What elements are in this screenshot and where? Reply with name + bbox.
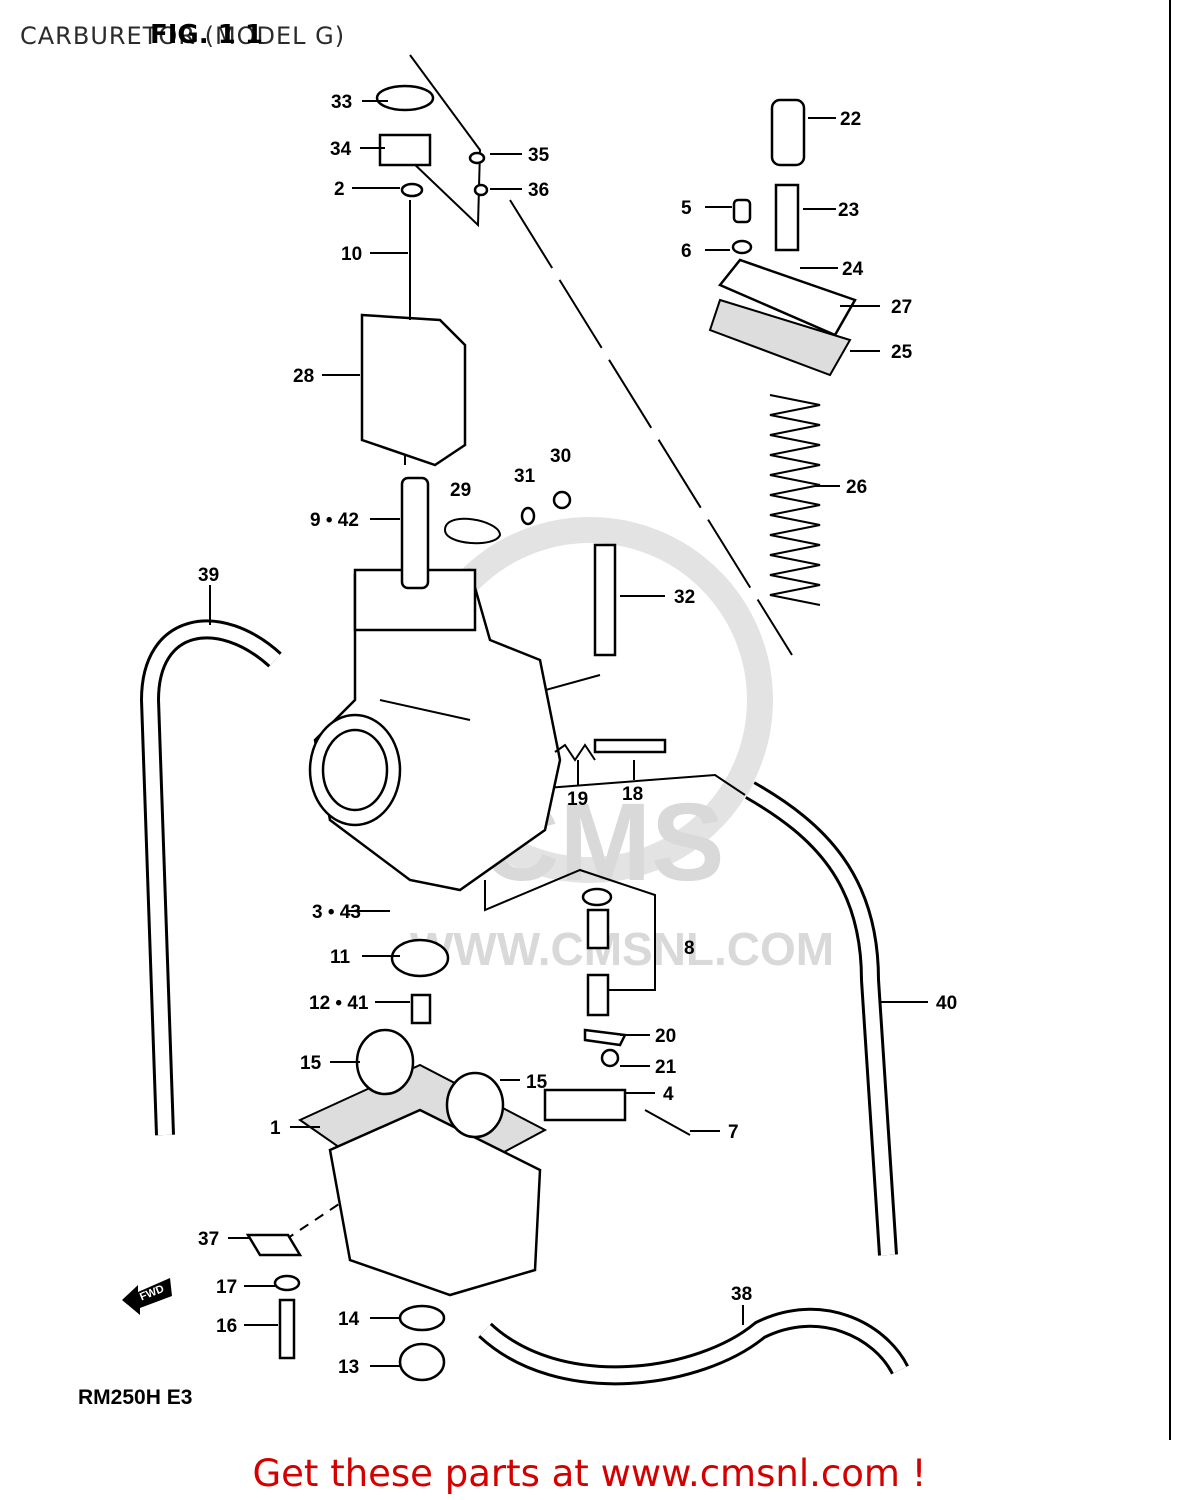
callout-2: 2 — [334, 179, 345, 200]
callout-21: 21 — [655, 1057, 677, 1078]
callout-23: 23 — [838, 200, 859, 221]
diagram-title: CARBURETOR (MODEL G) — [20, 22, 346, 50]
callout-34: 34 — [330, 139, 352, 160]
callout-24: 24 — [842, 259, 864, 280]
carburetor-body — [308, 568, 562, 892]
small-parts — [444, 151, 691, 1136]
callout-12-41: 12 • 41 — [309, 993, 369, 1014]
callout-leaders — [209, 100, 928, 1367]
callout-15-a: 15 — [300, 1053, 322, 1074]
watermark-url: WWW.CMSNL.COM — [410, 923, 834, 975]
callout-13: 13 — [338, 1357, 359, 1378]
callout-30: 30 — [550, 446, 571, 467]
figure-label: FIG. 1 1 — [150, 20, 263, 50]
callout-31: 31 — [514, 466, 536, 487]
fwd-arrow-icon: FWD — [122, 1278, 172, 1315]
callout-11: 11 — [330, 947, 351, 968]
callout-26: 26 — [846, 477, 867, 498]
callout-5: 5 — [681, 198, 692, 219]
callout-38: 38 — [731, 1284, 752, 1305]
callout-39: 39 — [198, 565, 219, 586]
callout-4: 4 — [663, 1084, 674, 1105]
callout-36: 36 — [528, 180, 549, 201]
callout-27: 27 — [891, 297, 912, 318]
callout-19: 19 — [567, 789, 588, 810]
callouts: 33 34 35 36 2 10 22 23 5 6 24 27 25 28 2… — [198, 92, 957, 1378]
callout-29: 29 — [450, 480, 471, 501]
callout-1: 1 — [270, 1118, 281, 1139]
callout-3-43: 3 • 43 — [312, 902, 361, 923]
callout-40: 40 — [936, 993, 957, 1014]
callout-25: 25 — [891, 342, 913, 363]
callout-10: 10 — [341, 244, 362, 265]
callout-16: 16 — [216, 1316, 237, 1337]
callout-28: 28 — [293, 366, 314, 387]
hoses — [139, 619, 909, 1386]
callout-35: 35 — [528, 145, 550, 166]
footer-link[interactable]: Get these parts at www.cmsnl.com ! — [252, 1452, 927, 1495]
callout-18: 18 — [622, 784, 643, 805]
callout-14: 14 — [338, 1309, 360, 1330]
callout-6: 6 — [681, 241, 692, 262]
callout-15-b: 15 — [526, 1072, 548, 1093]
callout-9-42: 9 • 42 — [310, 510, 359, 531]
model-code: RM250H E3 — [78, 1386, 193, 1409]
callout-17: 17 — [216, 1277, 237, 1298]
throttle-slide-parts — [360, 84, 467, 590]
callout-22: 22 — [840, 109, 861, 130]
float-bowl-parts — [245, 938, 548, 1382]
callout-20: 20 — [655, 1026, 676, 1047]
callout-32: 32 — [674, 587, 695, 608]
right-cover-and-spring — [708, 98, 857, 606]
callout-8: 8 — [684, 938, 695, 959]
callout-37: 37 — [198, 1229, 219, 1250]
callout-33: 33 — [331, 92, 352, 113]
callout-7: 7 — [728, 1122, 739, 1143]
